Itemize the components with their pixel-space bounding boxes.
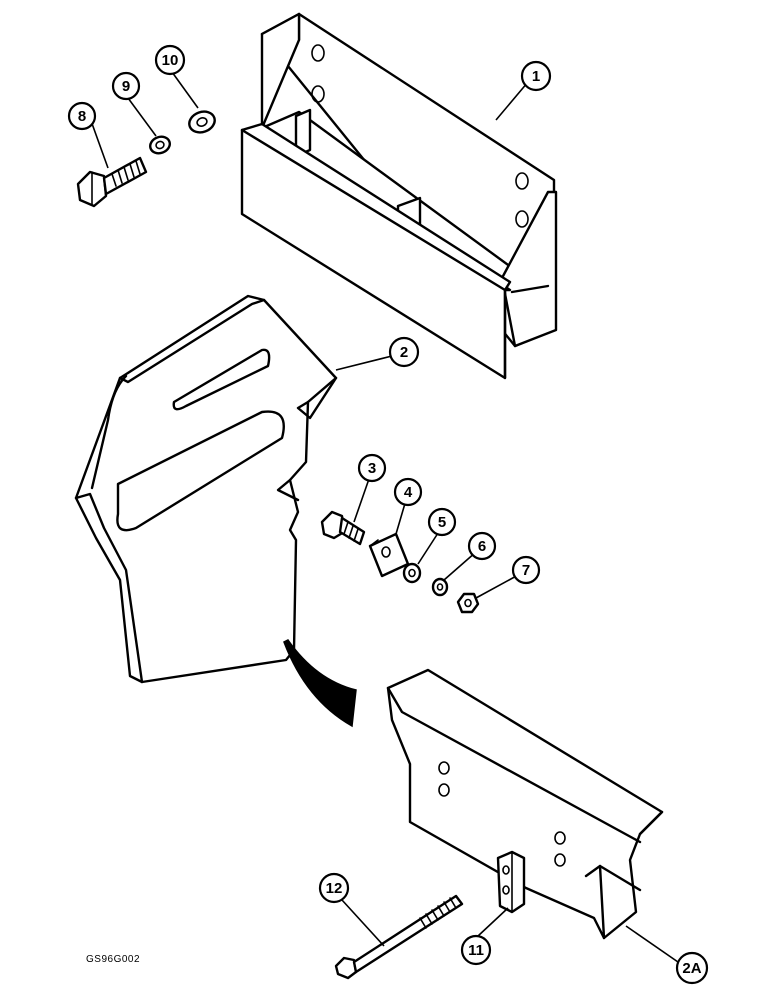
- hex-nut-part-7: [456, 592, 480, 614]
- suitcase-weight-part-2: [74, 294, 338, 684]
- long-bolt-part-12: [334, 894, 464, 980]
- callout-2: 2: [388, 336, 420, 368]
- lock-washer-part-6: [431, 577, 449, 597]
- callout-9: 9: [111, 71, 141, 101]
- callout-label: 4: [404, 484, 413, 501]
- flat-washer-part-10: [188, 110, 216, 134]
- figure-code: GS96G002: [86, 954, 140, 965]
- weight-carrier-part-2A: [386, 668, 664, 940]
- callout-11: 11: [460, 934, 492, 966]
- callout-3: 3: [357, 453, 387, 483]
- callout-label: 3: [368, 460, 376, 477]
- flat-washer-part-5: [402, 562, 422, 584]
- callout-6: 6: [467, 531, 497, 561]
- callout-8: 8: [67, 101, 97, 131]
- callout-2A: 2A: [675, 951, 709, 985]
- callout-label: 11: [468, 942, 484, 959]
- callout-label: 9: [122, 78, 130, 95]
- callout-12: 12: [318, 872, 350, 904]
- weight-bracket-part-1: [240, 12, 558, 380]
- callout-5: 5: [427, 507, 457, 537]
- assembly-arrow: [283, 639, 357, 728]
- callout-label: 2: [400, 344, 408, 361]
- leader-lines: [89, 71, 679, 963]
- square-block-part-4: [368, 532, 410, 578]
- callout-4: 4: [393, 477, 423, 507]
- callout-label: 2A: [682, 960, 701, 977]
- callout-label: 12: [326, 880, 343, 897]
- callout-label: 10: [162, 52, 179, 69]
- callout-label: 7: [522, 562, 530, 579]
- callout-1: 1: [520, 60, 552, 92]
- lock-washer-part-9: [149, 135, 171, 155]
- callout-label: 5: [438, 514, 446, 531]
- bolt-part-3: [320, 510, 366, 546]
- bolt-part-8: [76, 156, 148, 208]
- callout-label: 1: [532, 68, 540, 85]
- callout-10: 10: [154, 44, 186, 76]
- plate-part-11: [496, 850, 526, 914]
- callout-label: 8: [78, 108, 86, 125]
- callout-label: 6: [478, 538, 486, 555]
- callout-7: 7: [511, 555, 541, 585]
